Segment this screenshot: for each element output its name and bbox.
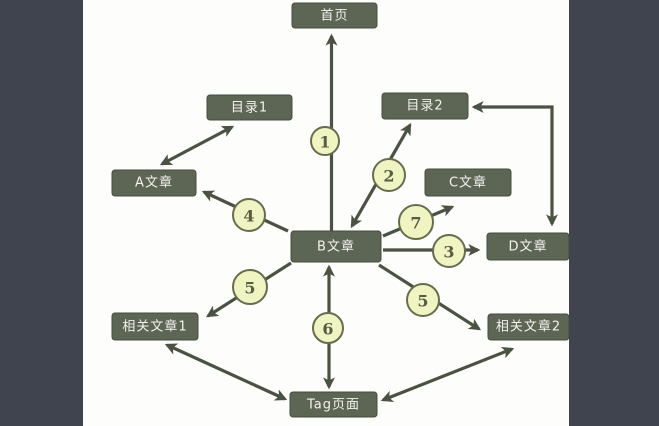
svg-text:5: 5	[244, 279, 255, 298]
svg-text:4: 4	[243, 207, 254, 226]
arrow-a-dir1-both	[159, 125, 235, 166]
node-related2: 相关文章2	[487, 313, 570, 341]
svg-text:B文章: B文章	[317, 239, 355, 255]
node-article-d: D文章	[486, 232, 570, 261]
badge-2: 2	[372, 158, 406, 192]
svg-text:7: 7	[410, 214, 421, 233]
svg-text:相关文章2: 相关文章2	[496, 319, 561, 335]
svg-text:2: 2	[383, 167, 394, 186]
diagram-canvas	[83, 0, 569, 426]
svg-text:目录2: 目录2	[406, 99, 443, 114]
badge-4: 4	[232, 198, 266, 232]
svg-text:Tag页面: Tag页面	[306, 398, 360, 413]
svg-text:目录1: 目录1	[231, 101, 268, 116]
badge-7: 7	[398, 204, 434, 240]
badge-6: 6	[312, 312, 344, 344]
arrow-dir2-d-both	[471, 101, 558, 227]
svg-text:1: 1	[319, 133, 330, 152]
badge-5-left: 5	[232, 269, 268, 305]
node-home: 首页	[291, 2, 378, 29]
badge-1: 1	[310, 126, 340, 156]
svg-text:首页: 首页	[320, 9, 348, 24]
badge-5-right: 5	[406, 283, 440, 317]
node-article-c: C文章	[424, 168, 512, 197]
arrow-related2-tag-both	[380, 346, 515, 403]
svg-text:5: 5	[417, 292, 428, 311]
svg-text:A文章: A文章	[135, 175, 173, 191]
svg-text:D文章: D文章	[508, 239, 547, 255]
node-article-a: A文章	[111, 169, 197, 197]
node-article-b: B文章	[290, 230, 382, 263]
svg-text:相关文章1: 相关文章1	[122, 319, 187, 335]
arrow-related1-tag-both	[164, 343, 288, 401]
node-related1: 相关文章1	[111, 312, 199, 341]
node-dir1: 目录1	[206, 94, 293, 121]
svg-text:C文章: C文章	[449, 175, 487, 191]
node-tag: Tag页面	[289, 391, 378, 418]
node-dir2: 目录2	[381, 92, 469, 120]
badge-3: 3	[432, 234, 466, 268]
svg-text:6: 6	[322, 320, 333, 339]
svg-text:3: 3	[443, 243, 454, 262]
